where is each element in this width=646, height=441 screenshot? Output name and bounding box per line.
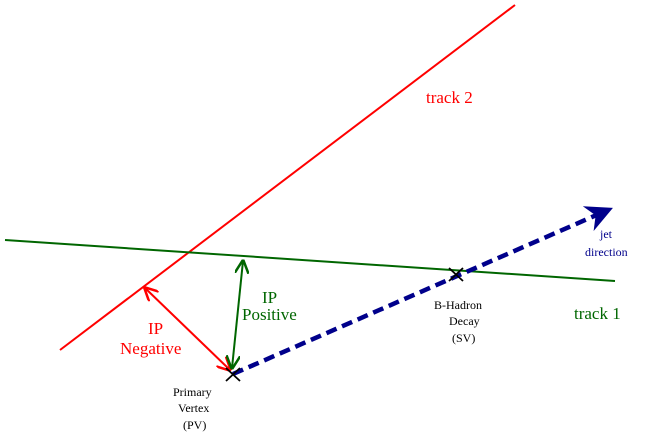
track-2-line — [59, 4, 516, 351]
ip-positive-label-line1: IP — [262, 288, 277, 307]
jet-label-line2: direction — [585, 245, 628, 259]
secondary-vertex-label-line1: B-Hadron — [434, 298, 482, 312]
ip-positive-label-line2: Positive — [242, 305, 297, 324]
ip-negative-arrow — [145, 288, 230, 370]
ip-positive-arrow — [232, 261, 243, 368]
jet-label-line1: jet — [599, 227, 613, 241]
track-2-label: track 2 — [426, 88, 473, 107]
secondary-vertex-marker — [448, 267, 464, 282]
secondary-vertex-label-line3: (SV) — [452, 331, 475, 345]
ip-negative-label-line1: IP — [148, 319, 163, 338]
primary-vertex-marker — [225, 367, 241, 382]
primary-vertex-label-line2: Vertex — [178, 401, 209, 415]
jet-direction-arrow — [232, 206, 613, 377]
ip-negative-label-line2: Negative — [120, 339, 181, 358]
track-1-label: track 1 — [574, 304, 621, 323]
primary-vertex-label-line1: Primary — [173, 385, 212, 399]
primary-vertex-label-line3: (PV) — [183, 418, 206, 432]
track-1-line — [4, 239, 616, 282]
secondary-vertex-label-line2: Decay — [449, 314, 480, 328]
